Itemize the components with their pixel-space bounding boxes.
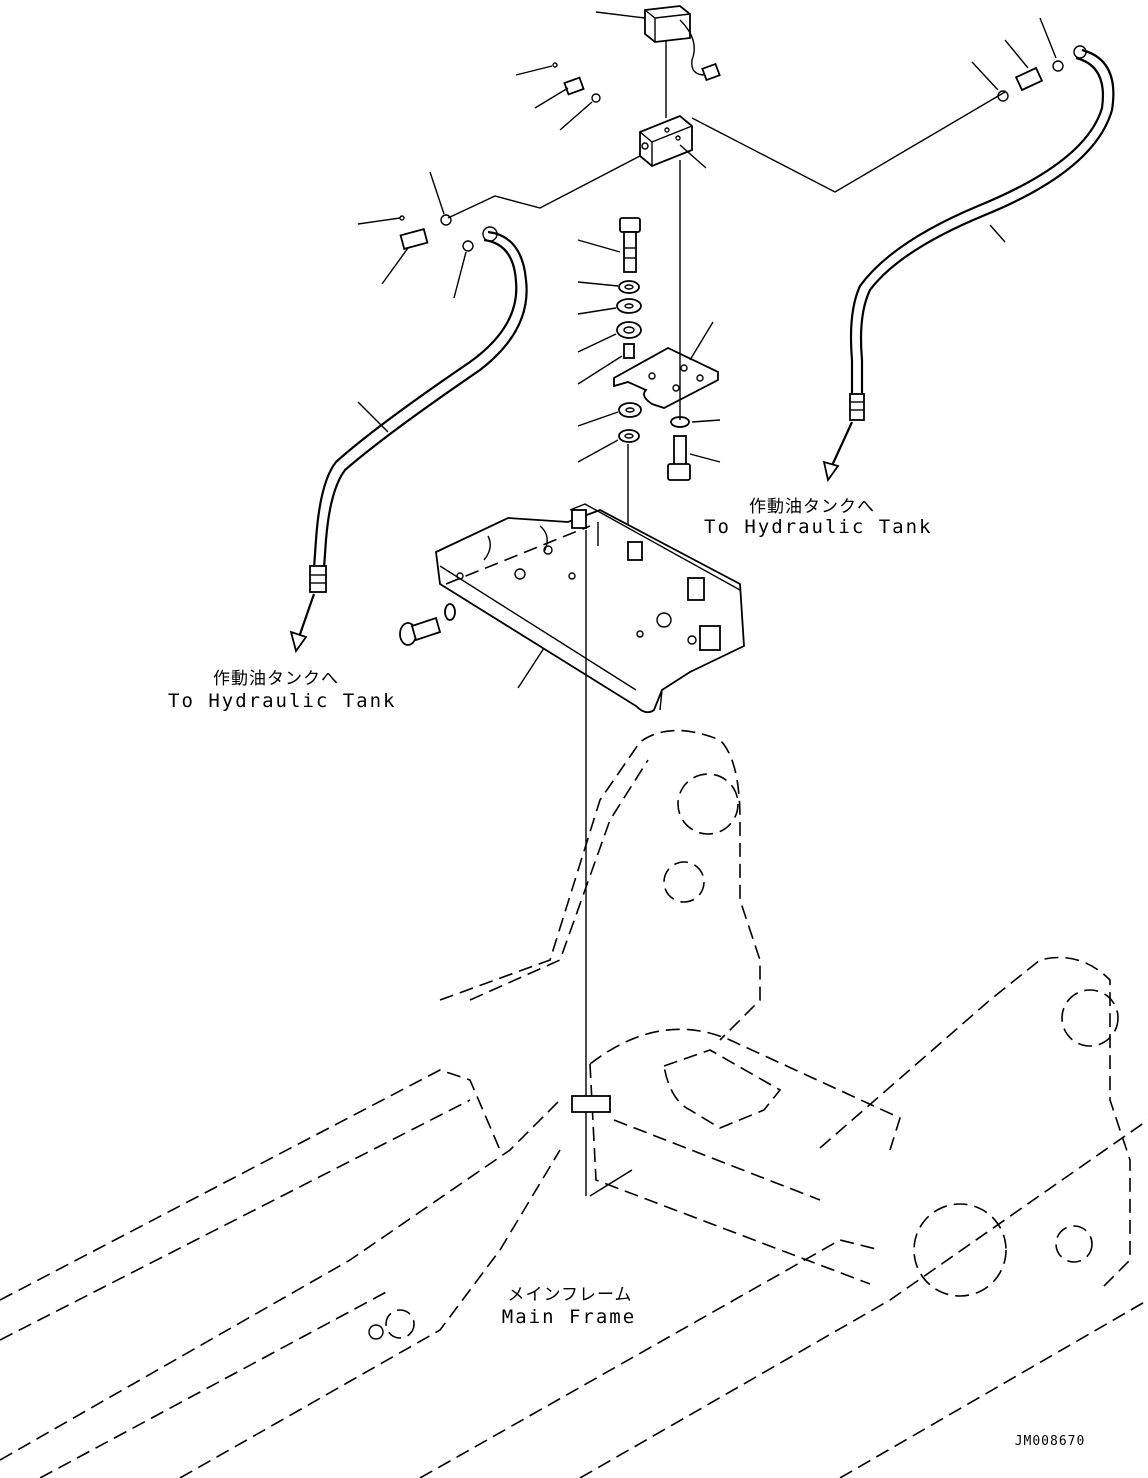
label-tank-left-en: To Hydraulic Tank (168, 690, 397, 712)
bracket-bolt (399, 603, 456, 646)
washer (618, 402, 642, 418)
fitting-left (399, 214, 474, 252)
label-main-frame-jp: メインフレーム (507, 1285, 633, 1305)
label-tank-right-en: To Hydraulic Tank (704, 516, 933, 538)
valve-block (639, 114, 693, 168)
bracket-plate (613, 346, 719, 409)
washer (616, 298, 642, 314)
bolt-top (619, 217, 641, 273)
arrow-to-tank-left (296, 593, 316, 641)
solenoid-valve (644, 5, 721, 82)
washer (616, 321, 642, 339)
mounting-bracket (435, 503, 745, 714)
washer (618, 429, 640, 443)
leader-line (595, 11, 646, 19)
fitting-elbow (563, 76, 601, 103)
arrow-to-tank-right (829, 421, 853, 471)
bolt-bottom (667, 435, 691, 481)
hydraulic-hose-right (849, 45, 1115, 421)
spacer (623, 343, 635, 359)
label-tank-left-jp: 作動油タンクへ (213, 669, 339, 689)
label-main-frame-en: Main Frame (501, 1306, 637, 1328)
hydraulic-hose-left (309, 226, 528, 593)
leader-line (679, 144, 707, 169)
drawing-code: JM008670 (1014, 1434, 1086, 1449)
washer (618, 280, 640, 294)
fitting-right (997, 60, 1064, 102)
label-tank-right-jp: 作動油タンクへ (749, 497, 875, 517)
routing-line (691, 91, 1006, 193)
main-frame (0, 729, 1148, 1478)
routing-line (447, 155, 641, 219)
